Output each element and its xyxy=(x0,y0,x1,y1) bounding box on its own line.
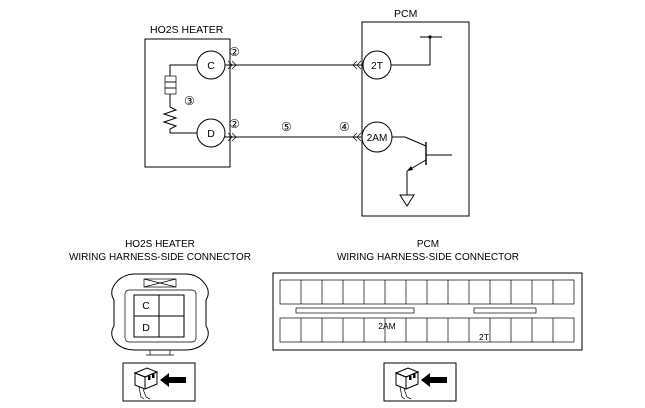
pcm-pin-2am-label: 2AM xyxy=(367,133,388,144)
ho2s-heater-connector-view: HO2S HEATER WIRING HARNESS-SIDE CONNECTO… xyxy=(69,239,251,356)
heater-pin-c-label: C xyxy=(207,60,215,72)
pcm-connector-upper-row xyxy=(279,279,575,305)
pcm-connector-title-1: PCM xyxy=(417,239,439,250)
ho2s-heater-block: HO2S HEATER C D ③ xyxy=(144,24,231,168)
pcm-connector-lower-row xyxy=(279,317,575,343)
pcm-title: PCM xyxy=(394,8,417,20)
wire-d-to-2am xyxy=(225,132,362,142)
heater-element xyxy=(162,64,197,134)
heater-element-callout: ③ xyxy=(184,94,195,108)
heater-connector-title-1: HO2S HEATER xyxy=(125,239,195,250)
heater-connector-title-2: WIRING HARNESS-SIDE CONNECTOR xyxy=(69,252,251,263)
heater-title: HO2S HEATER xyxy=(150,24,224,36)
pcm-block: PCM 2T 2AM xyxy=(361,8,470,217)
pcm-connector-view: PCM WIRING HARNESS-SIDE CONNECTOR 2AM 2T xyxy=(272,239,583,351)
wire-c-to-2t xyxy=(225,60,363,70)
connector-probe-icon xyxy=(122,362,196,402)
ground-icon xyxy=(399,194,415,207)
pcm-connector-terminal-2t: 2T xyxy=(479,332,489,342)
heater-pin-d-label: D xyxy=(207,128,215,140)
pcm-connector-title-2: WIRING HARNESS-SIDE CONNECTOR xyxy=(337,252,519,263)
c-connector-callout: ② xyxy=(229,45,240,59)
harness-callout: ⑤ xyxy=(281,120,292,134)
pcm-2t-internal xyxy=(391,35,442,66)
pcm-side-callout: ④ xyxy=(339,120,350,134)
heater-connector-terminal-d: D xyxy=(142,322,150,334)
pcm-pin-2t-label: 2T xyxy=(371,61,383,72)
heater-connector-terminal-c: C xyxy=(142,300,150,312)
pcm-connector-terminal-2am: 2AM xyxy=(378,321,395,331)
connector-probe-icon xyxy=(383,362,457,402)
d-connector-callout: ② xyxy=(229,117,240,131)
transistor-icon xyxy=(392,136,452,195)
